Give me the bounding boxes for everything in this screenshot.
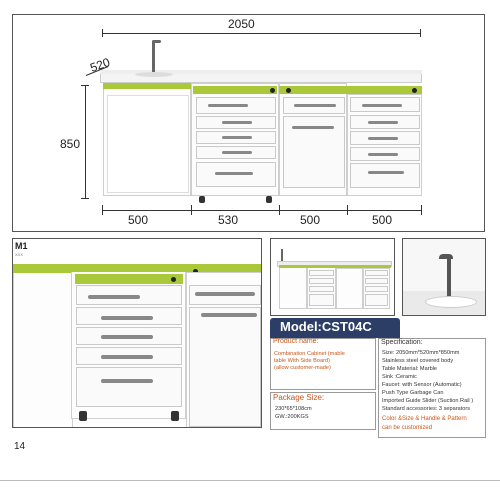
spec-line-2: Stainless steel covered body [382, 358, 454, 364]
backsplash [100, 70, 422, 74]
spec-line-3: Table Material: Marble [382, 366, 438, 372]
dim-line-top [102, 33, 420, 34]
dim-width-2: 530 [218, 213, 239, 227]
spec-note-2: can be customized [382, 425, 433, 431]
dim-line-left [85, 85, 86, 198]
product-box [270, 338, 376, 390]
faucet-closeup-frame [402, 238, 486, 316]
dim-line-bottom [102, 210, 422, 211]
spec-line-1: Size: 2050mm*520mm*850mm [382, 350, 460, 356]
package-box [270, 392, 376, 430]
overview-frame [270, 238, 395, 316]
page-number: 14 [14, 441, 26, 452]
spec-heading: Specification: [381, 339, 423, 346]
package-heading: Package Size: [273, 393, 325, 402]
faucet-closeup [447, 257, 451, 297]
product-heading: Product name: [273, 338, 319, 345]
dim-height: 850 [60, 137, 81, 151]
package-line-2: GW.:200KGS [275, 414, 309, 420]
spec-line-6: Push Type Garbage Can [382, 390, 444, 396]
dim-total-width: 2050 [228, 17, 255, 31]
model-title: Model:CST04C [280, 319, 372, 334]
detail-label: M1 [15, 241, 28, 251]
specification-box [378, 338, 486, 438]
spec-line-7: Imported Guide Slider (Suction Rail ) [382, 398, 474, 404]
model-title-bar [270, 318, 400, 338]
spec-line-8: Standard accessories: 3 separators [382, 406, 470, 412]
product-line-1: Combination Cabinet (mable [274, 351, 345, 357]
package-line-1: 230*65*108cm [275, 406, 312, 412]
dim-width-1: 500 [128, 213, 149, 227]
faucet [152, 42, 155, 72]
detail-sub: XXX [15, 252, 24, 257]
product-line-3: (allow customer-made) [274, 365, 331, 371]
bottom-rule [0, 480, 500, 481]
dim-width-4: 500 [372, 213, 393, 227]
dim-width-3: 500 [300, 213, 321, 227]
spec-line-5: Faucet: with Sensor (Automatic) [382, 382, 462, 388]
spec-note-1: Color &Size & Handle & Pattern [382, 416, 467, 422]
spec-line-4: Sink :Ceramic [382, 374, 417, 380]
sink [135, 72, 173, 77]
product-line-2: table With Side Board) [274, 358, 330, 364]
detail-view-frame: M1 XXX [12, 238, 262, 428]
